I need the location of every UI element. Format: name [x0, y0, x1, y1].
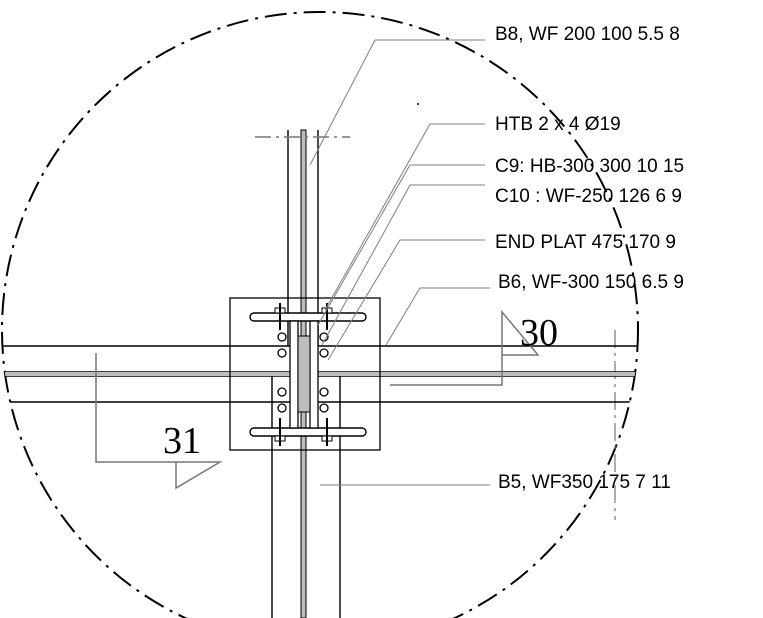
section-mark-30-label: 30	[520, 312, 558, 354]
section-mark-31: 31	[95, 353, 223, 490]
bolt-icon	[277, 403, 287, 413]
end-plate-outline	[229, 297, 381, 451]
label-end-plate: END PLAT 475 170 9	[495, 232, 676, 253]
section-mark-30: 30	[390, 309, 558, 386]
bolt-icon	[319, 403, 329, 413]
leader-c9	[317, 164, 485, 326]
label-c9: C9: HB-300 300 10 15	[495, 156, 684, 177]
section-mark-31-label: 31	[163, 420, 201, 462]
beam-b6-horizontal	[2, 345, 638, 403]
label-b6: B6, WF-300 150 6.5 9	[498, 272, 684, 293]
label-c10: C10 : WF-250 126 6 9	[495, 186, 682, 207]
connection-top-plate	[249, 303, 367, 330]
leader-lines	[309, 39, 490, 486]
bolt-group-htb	[277, 332, 329, 413]
label-b5: B5, WF350 175 7 11	[498, 472, 671, 493]
label-htb: HTB 2 x 4 Ø19	[495, 114, 621, 135]
connection-bottom-plate	[249, 418, 367, 446]
detail-boundary-circle	[1, 11, 639, 618]
reference-dot	[417, 103, 419, 105]
leader-end-plate	[327, 239, 485, 361]
joint-column-stub	[289, 320, 319, 429]
bolt-icon	[277, 348, 287, 358]
leader-b8	[309, 39, 485, 166]
label-b8: B8, WF 200 100 5.5 8	[495, 24, 680, 45]
leader-b6	[385, 287, 490, 346]
bolt-icon	[319, 387, 329, 397]
leader-htb	[324, 123, 485, 311]
bolt-icon	[319, 348, 329, 358]
callout-labels: B8, WF 200 100 5.5 8 HTB 2 x 4 Ø19 C9: H…	[495, 24, 684, 493]
bolt-icon	[277, 387, 287, 397]
bolt-icon	[277, 332, 287, 342]
leader-c10	[321, 184, 485, 346]
